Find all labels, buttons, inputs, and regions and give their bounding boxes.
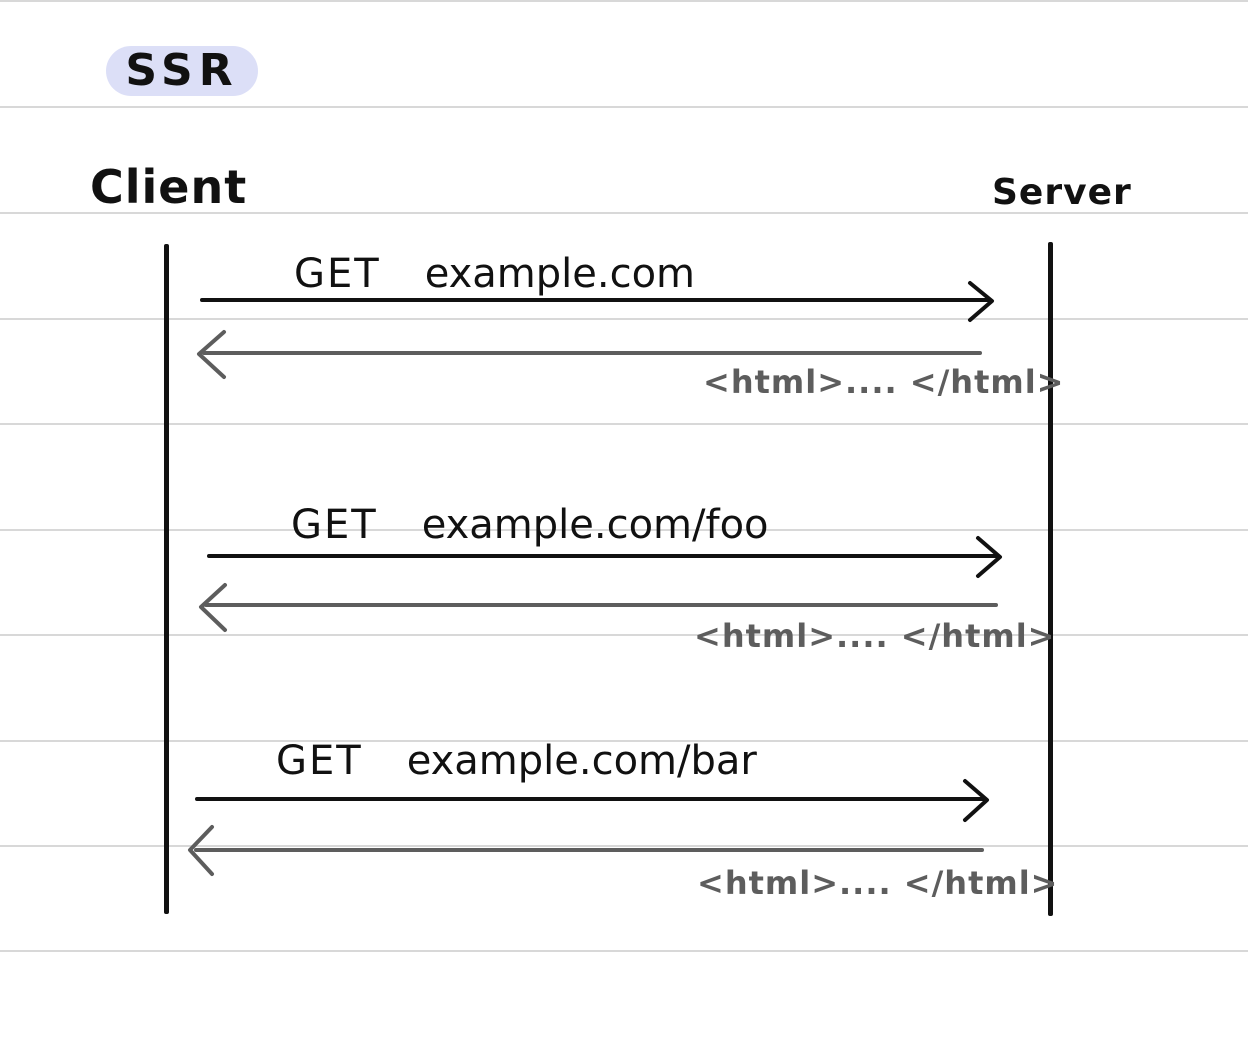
request-label-2: GET example.com/foo xyxy=(291,505,769,545)
ruled-line xyxy=(0,845,1248,847)
request-arrow-1 xyxy=(200,281,994,322)
response-label-3: <html>.... </html> xyxy=(697,864,1059,902)
ruled-line xyxy=(0,318,1248,320)
title-badge xyxy=(106,46,258,96)
ruled-line xyxy=(0,212,1248,214)
response-arrow-2 xyxy=(199,583,998,632)
request-url: example.com/bar xyxy=(406,738,757,784)
client-actor-label: Client xyxy=(90,160,248,214)
ruled-line xyxy=(0,106,1248,108)
request-method: GET xyxy=(276,738,363,784)
request-arrow-3 xyxy=(195,779,989,822)
request-method: GET xyxy=(291,502,378,548)
client-lifeline xyxy=(164,244,169,914)
server-lifeline xyxy=(1048,242,1053,916)
request-method: GET xyxy=(294,251,381,297)
response-label-2: <html>.... </html> xyxy=(694,617,1056,655)
ruled-line xyxy=(0,423,1248,425)
request-url: example.com xyxy=(424,251,696,297)
response-label-1: <html>.... </html> xyxy=(703,363,1065,401)
diagram-title: SSR xyxy=(125,45,239,96)
ruled-line xyxy=(0,740,1248,742)
ruled-line xyxy=(0,0,1248,2)
ruled-line xyxy=(0,529,1248,531)
request-label-1: GET example.com xyxy=(294,254,695,294)
response-arrow-1 xyxy=(197,330,982,379)
request-arrow-2 xyxy=(207,536,1002,578)
server-actor-label: Server xyxy=(992,172,1132,213)
request-label-3: GET example.com/bar xyxy=(276,741,757,781)
ruled-line xyxy=(0,950,1248,952)
ruled-line xyxy=(0,634,1248,636)
response-arrow-3 xyxy=(188,825,984,876)
request-url: example.com/foo xyxy=(421,502,769,548)
